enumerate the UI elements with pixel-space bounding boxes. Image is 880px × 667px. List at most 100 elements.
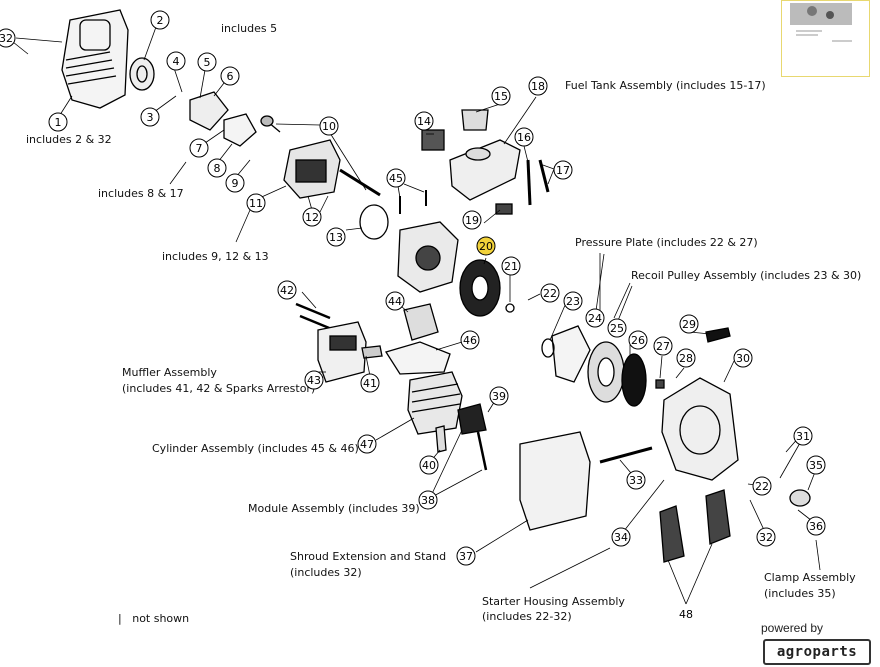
callout-43[interactable]: 43 [304, 370, 324, 390]
callout-30[interactable]: 30 [733, 348, 753, 368]
part-cylinder-drawing [407, 371, 463, 435]
label-fuel-tank-assembly: Fuel Tank Assembly (includes 15-17) [565, 79, 766, 92]
callout-10[interactable]: 10 [319, 116, 339, 136]
callout-8[interactable]: 8 [207, 158, 227, 178]
callout-1[interactable]: 1 [48, 112, 68, 132]
label-starter-includes: (includes 22-32) [482, 610, 572, 623]
callout-16[interactable]: 16 [514, 127, 534, 147]
callout-44[interactable]: 44 [385, 291, 405, 311]
callout-35[interactable]: 35 [806, 455, 826, 475]
callout-13[interactable]: 13 [326, 227, 346, 247]
callout-27[interactable]: 27 [653, 336, 673, 356]
callout-circle [476, 236, 496, 256]
part-shroud-drawing [519, 431, 591, 531]
callout-24[interactable]: 24 [585, 308, 605, 328]
callout-38[interactable]: 38 [418, 490, 438, 510]
callout-number: 5 [204, 56, 211, 69]
callout-circle [501, 256, 521, 276]
callout-number: 29 [682, 318, 696, 331]
callout-18[interactable]: 18 [528, 76, 548, 96]
callout-circle [553, 160, 573, 180]
callout-circle [360, 373, 380, 393]
callout-circle [197, 52, 217, 72]
not-shown-note: | not shown [118, 612, 189, 625]
callout-number: 39 [492, 390, 506, 403]
callout-33[interactable]: 33 [626, 470, 646, 490]
callout-circle [756, 527, 776, 547]
callout-number: 25 [610, 322, 624, 335]
callout-42[interactable]: 42 [277, 280, 297, 300]
callout-15[interactable]: 15 [491, 86, 511, 106]
callout-20[interactable]: 20 [476, 236, 496, 256]
callout-26[interactable]: 26 [628, 330, 648, 350]
callout-circle [302, 207, 322, 227]
callout-3[interactable]: 3 [140, 107, 160, 127]
callout-6[interactable]: 6 [220, 66, 240, 86]
callout-22-b[interactable]: 22 [752, 476, 772, 496]
label-recoil-pulley-assembly: Recoil Pulley Assembly (includes 23 & 30… [631, 269, 861, 282]
label-includes-9-12-13: includes 9, 12 & 13 [162, 250, 269, 263]
label-clamp-assembly: Clamp Assembly [764, 571, 856, 584]
callout-39[interactable]: 39 [489, 386, 509, 406]
callout-32[interactable]: 32 [0, 28, 16, 48]
callout-circle [514, 127, 534, 147]
callout-31[interactable]: 31 [793, 426, 813, 446]
agroparts-branding[interactable]: powered by agroparts [759, 619, 875, 665]
callout-circle [140, 107, 160, 127]
label-muffler-includes: (includes 41, 42 & Sparks Arrestor) [122, 382, 315, 395]
callout-22[interactable]: 22 [540, 283, 560, 303]
callout-25[interactable]: 25 [607, 318, 627, 338]
callout-number: 33 [629, 474, 643, 487]
callout-circle [418, 490, 438, 510]
callout-number: 22 [543, 287, 557, 300]
callout-34[interactable]: 34 [611, 527, 631, 547]
callout-circle [653, 336, 673, 356]
callout-number: 22 [755, 480, 769, 493]
callout-45[interactable]: 45 [386, 168, 406, 188]
callout-circle [489, 386, 509, 406]
callout-40[interactable]: 40 [419, 455, 439, 475]
callout-23[interactable]: 23 [563, 291, 583, 311]
callout-circle [540, 283, 560, 303]
callout-7[interactable]: 7 [189, 138, 209, 158]
callout-number: 32 [0, 32, 13, 45]
callout-37[interactable]: 37 [456, 546, 476, 566]
callout-9[interactable]: 9 [225, 173, 245, 193]
callout-number: 6 [227, 70, 234, 83]
diagram-thumbnail[interactable] [781, 0, 870, 77]
callout-circle [150, 10, 170, 30]
callout-circle [628, 330, 648, 350]
callout-17[interactable]: 17 [553, 160, 573, 180]
callout-number: 17 [556, 164, 570, 177]
callout-number: 28 [679, 352, 693, 365]
callout-36[interactable]: 36 [806, 516, 826, 536]
label-starter-housing: Starter Housing Assembly [482, 595, 625, 608]
callout-21[interactable]: 21 [501, 256, 521, 276]
callout-2[interactable]: 2 [150, 10, 170, 30]
callout-28[interactable]: 28 [676, 348, 696, 368]
callout-number: 10 [322, 120, 336, 133]
callout-number: 30 [736, 352, 750, 365]
callout-number: 1 [55, 116, 62, 129]
callout-4[interactable]: 4 [166, 51, 186, 71]
callout-41[interactable]: 41 [360, 373, 380, 393]
callout-29[interactable]: 29 [679, 314, 699, 334]
callout-number: 40 [422, 459, 436, 472]
callout-number: 31 [796, 430, 810, 443]
callout-12[interactable]: 12 [302, 207, 322, 227]
callout-11[interactable]: 11 [246, 193, 266, 213]
callout-32-b[interactable]: 32 [756, 527, 776, 547]
callout-47[interactable]: 47 [357, 434, 377, 454]
callout-number: 12 [305, 211, 319, 224]
callout-circle [207, 158, 227, 178]
callout-circle [414, 111, 434, 131]
callout-14[interactable]: 14 [414, 111, 434, 131]
agroparts-logo[interactable]: agroparts [763, 639, 871, 665]
callout-48[interactable]: 48 [679, 608, 693, 621]
callout-number: 16 [517, 131, 531, 144]
label-clamp-includes: (includes 35) [764, 587, 836, 600]
callout-circle [806, 455, 826, 475]
callout-46[interactable]: 46 [460, 330, 480, 350]
callout-5[interactable]: 5 [197, 52, 217, 72]
callout-19[interactable]: 19 [462, 210, 482, 230]
